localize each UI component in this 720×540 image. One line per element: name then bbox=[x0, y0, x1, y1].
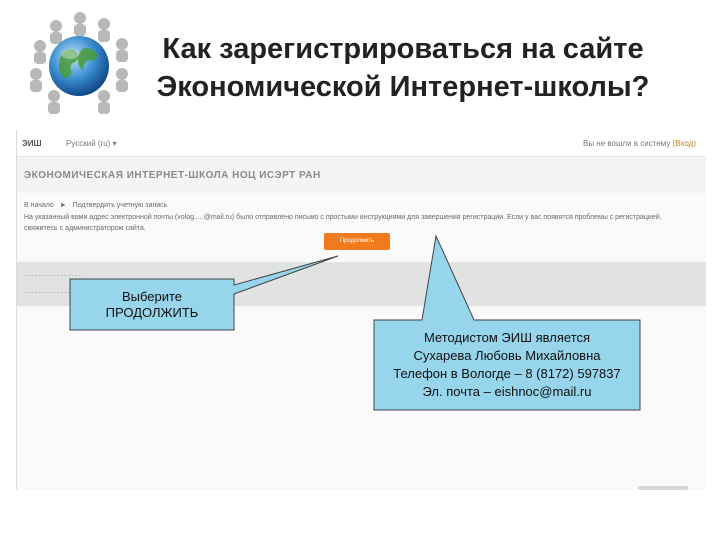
breadcrumb-home-link[interactable]: В начало bbox=[24, 202, 54, 209]
title-line-2: Экономической Интернет-школы? bbox=[156, 71, 650, 103]
callout-contact-info: Методистом ЭИШ является Сухарева Любовь … bbox=[374, 320, 640, 410]
continue-button[interactable]: Продолжить bbox=[324, 233, 390, 250]
breadcrumb-separator: ► bbox=[59, 202, 67, 209]
horizontal-scrollbar[interactable] bbox=[638, 486, 688, 490]
callout-continue-line-1: Выберите bbox=[121, 288, 183, 304]
footer-text-line: - - - - - - - - - - - - - - - - bbox=[24, 290, 81, 296]
divider bbox=[16, 130, 17, 490]
contact-line-1: Методистом ЭИШ является bbox=[423, 330, 591, 345]
contact-line-4: Эл. почта – eishnoc@mail.ru bbox=[422, 384, 592, 399]
confirmation-message: На указанный вами адрес электронной почт… bbox=[24, 214, 662, 232]
callout-continue-line-2: ПРОДОЛЖИТЬ bbox=[105, 304, 199, 320]
login-status: Вы не вошли в систему (Вход) bbox=[583, 139, 696, 148]
breadcrumb-current[interactable]: Подтвердить учетную запись bbox=[72, 202, 168, 209]
contact-line-3: Телефон в Вологде – 8 (8172) 597837 bbox=[393, 366, 621, 381]
site-title: ЭКОНОМИЧЕСКАЯ ИНТЕРНЕТ-ШКОЛА НОЦ ИСЭРТ Р… bbox=[24, 170, 321, 181]
footer-text-line: - - - - - - - - - - - - - - - - bbox=[24, 273, 81, 279]
top-navbar: ЭИШ Русский (ru) ▾ Вы не вошли в систему… bbox=[16, 130, 706, 157]
globe-people-icon bbox=[18, 8, 138, 118]
site-header: ЭКОНОМИЧЕСКАЯ ИНТЕРНЕТ-ШКОЛА НОЦ ИСЭРТ Р… bbox=[16, 157, 706, 193]
site-brand-link[interactable]: ЭИШ bbox=[22, 139, 42, 148]
slide-title: Как зарегистрироваться на сайте Экономич… bbox=[118, 30, 688, 106]
login-status-text: Вы не вошли в систему bbox=[582, 139, 671, 148]
callout-continue-hint: Выберите ПРОДОЛЖИТЬ bbox=[70, 279, 234, 330]
title-line-1: Как зарегистрироваться на сайте bbox=[162, 33, 644, 65]
login-link[interactable]: (Вход) bbox=[672, 139, 696, 148]
contact-line-2: Сухарева Любовь Михайловна bbox=[413, 348, 601, 363]
breadcrumb: В начало ► Подтвердить учетную запись bbox=[24, 202, 171, 209]
language-selector[interactable]: Русский (ru) ▾ bbox=[66, 139, 117, 148]
